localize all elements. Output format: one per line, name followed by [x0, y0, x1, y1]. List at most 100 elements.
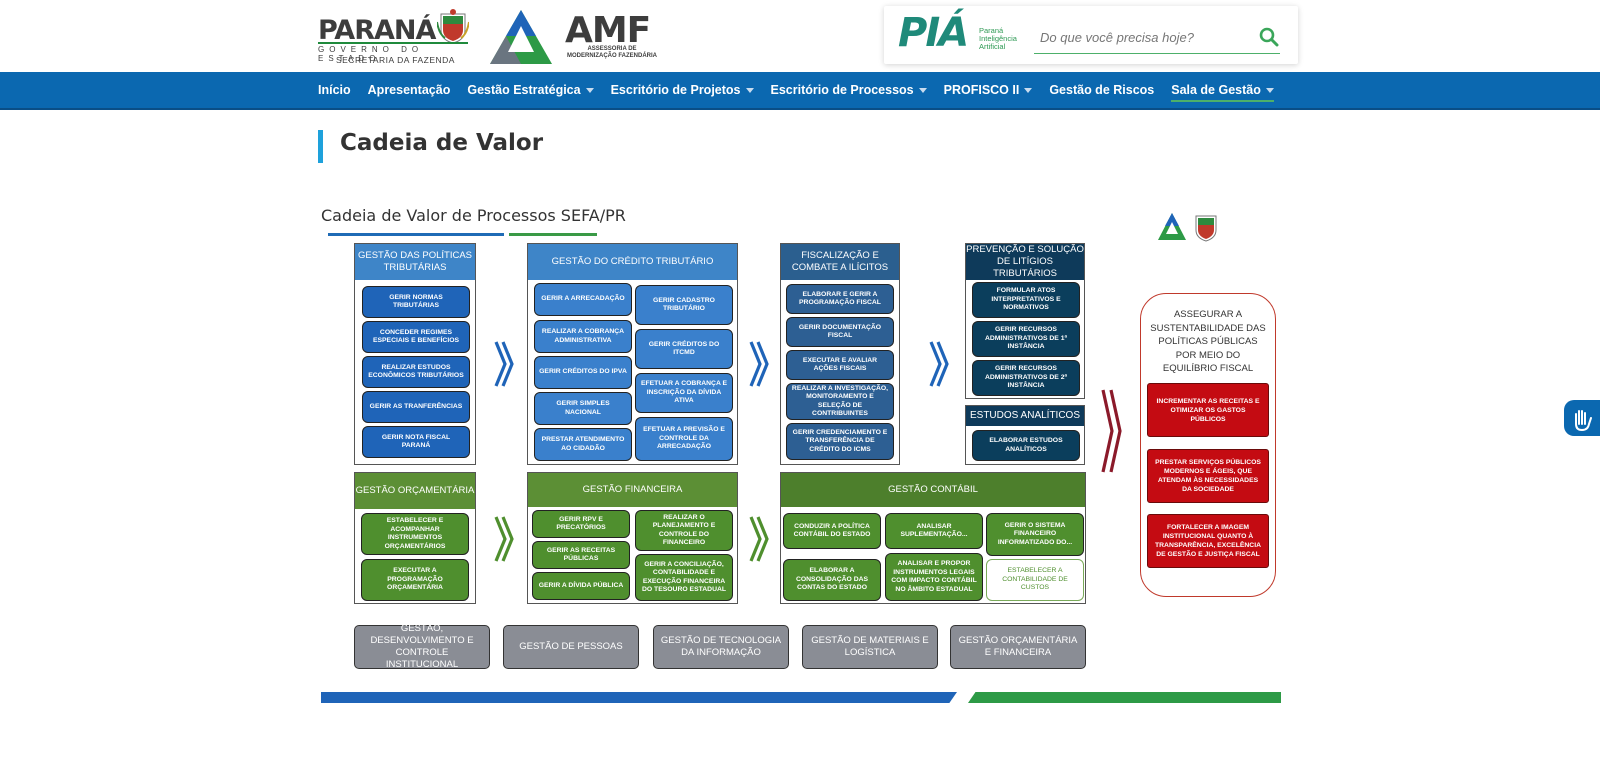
site-header: PARANÁ GOVERNO DO ESTADO SECRETARIA DA F… — [0, 0, 1600, 72]
process-box[interactable]: ESTABELECER A CONTABILIDADE DE CUSTOS — [986, 559, 1084, 601]
nav-item[interactable]: Escritório de Processos — [771, 83, 927, 97]
nav-item-label: Escritório de Processos — [770, 83, 914, 97]
flow-chevron-icon — [749, 341, 769, 387]
pia-logo-sub-2: Inteligência — [979, 34, 1017, 43]
chevron-down-icon — [1024, 87, 1033, 93]
result-box[interactable]: FORTALECER A IMAGEM INSTITUCIONAL QUANTO… — [1147, 514, 1269, 568]
process-box[interactable]: GERIR CREDENCIAMENTO E TRANSFERÊNCIA DE … — [786, 423, 894, 460]
nav-item[interactable]: PROFISCO II — [944, 83, 1033, 97]
process-box[interactable]: ANALISAR SUPLEMENTAÇÃO... — [885, 513, 983, 549]
nav-item[interactable]: Gestão de Riscos — [1049, 83, 1154, 97]
process-box[interactable]: GERIR A ARRECADAÇÃO — [534, 283, 632, 316]
process-box[interactable]: GERIR SIMPLES NACIONAL — [534, 392, 632, 425]
process-box[interactable]: GERIR RECURSOS ADMINISTRATIVOS DE 2ª INS… — [972, 360, 1080, 396]
nav-item-label: Gestão Estratégica — [467, 83, 581, 97]
chevron-down-icon — [918, 87, 927, 93]
process-box[interactable]: EXECUTAR A PROGRAMAÇÃO ORÇAMENTÁRIA — [361, 559, 469, 601]
process-box[interactable]: GERIR A CONCILIAÇÃO, CONTABILIDADE E EXE… — [635, 554, 733, 601]
process-box[interactable]: GERIR CRÉDITOS DO IPVA — [534, 356, 632, 389]
amf-logo[interactable]: AMF ASSESSORIA DE MODERNIZAÇÃO FAZENDÁRI… — [488, 6, 660, 66]
support-process-box[interactable]: GESTÃO ORÇAMENTÁRIA E FINANCEIRA — [950, 625, 1086, 669]
panel-contabil-title: GESTÃO CONTÁBIL — [781, 473, 1085, 507]
panel-financeira-title: GESTÃO FINANCEIRA — [528, 473, 737, 507]
accessibility-button[interactable] — [1564, 400, 1600, 436]
support-process-box[interactable]: GESTÃO DE PESSOAS — [503, 625, 639, 669]
support-process-box[interactable]: GESTÃO DE TECNOLOGIA DA INFORMAÇÃO — [653, 625, 789, 669]
panel-orcamentaria-title: GESTÃO ORÇAMENTÁRIA — [355, 473, 475, 509]
page-title-accent — [318, 130, 323, 163]
support-process-box[interactable]: GESTÃO DE MATERIAIS E LOGÍSTICA — [802, 625, 938, 669]
result-box[interactable]: INCREMENTAR AS RECEITAS E OTIMIZAR OS GA… — [1147, 383, 1269, 437]
process-box[interactable]: GERIR NORMAS TRIBUTÁRIAS — [362, 286, 470, 318]
panel-politicas-tributarias: GESTÃO DAS POLÍTICAS TRIBUTÁRIAS GERIR N… — [354, 243, 476, 465]
process-box[interactable]: EFETUAR A PREVISÃO E CONTROLE DA ARRECAD… — [635, 417, 733, 461]
parana-logo[interactable]: PARANÁ GOVERNO DO ESTADO SECRETARIA DA F… — [310, 6, 470, 66]
process-box[interactable]: ELABORAR E GERIR A PROGRAMAÇÃO FISCAL — [786, 284, 894, 314]
flow-chevron-icon — [749, 516, 769, 562]
search-button[interactable] — [1256, 24, 1282, 50]
panel-gestao-contabil: GESTÃO CONTÁBIL CONDUZIR A POLÍTICA CONT… — [780, 472, 1086, 604]
pia-logo-sub-3: Artificial — [979, 42, 1006, 51]
nav-item[interactable]: Sala de Gestão — [1171, 83, 1274, 102]
nav-item[interactable]: Escritório de Projetos — [611, 83, 754, 97]
process-box[interactable]: GERIR AS RECEITAS PÚBLICAS — [532, 541, 630, 569]
nav-item-label: Escritório de Projetos — [610, 83, 741, 97]
parana-logo-line1: GOVERNO DO ESTADO — [318, 45, 424, 63]
panel-credito-title: GESTÃO DO CRÉDITO TRIBUTÁRIO — [528, 244, 737, 280]
nav-item-label: PROFISCO II — [943, 83, 1020, 97]
footer-bar-green — [968, 692, 1281, 703]
process-box[interactable]: FORMULAR ATOS INTERPRETATIVOS E NORMATIV… — [972, 282, 1080, 318]
parana-logo-name: PARANÁ — [318, 15, 436, 46]
nav-item[interactable]: Gestão Estratégica — [467, 83, 594, 97]
amf-logo-sub: ASSESSORIA DE MODERNIZAÇÃO FAZENDÁRIA — [567, 46, 657, 59]
process-box[interactable]: ELABORAR A CONSOLIDAÇÃO DAS CONTAS DO ES… — [783, 559, 881, 601]
process-box[interactable]: REALIZAR ESTUDOS ECONÔMICOS TRIBUTÁRIOS — [362, 356, 470, 388]
support-process-box[interactable]: GESTÃO, DESENVOLVIMENTO E CONTROLE INSTI… — [354, 623, 490, 670]
panel-fiscalizacao: FISCALIZAÇÃO E COMBATE A ILÍCITOS ELABOR… — [780, 243, 900, 465]
hand-sign-icon — [1575, 410, 1592, 432]
process-box[interactable]: CONDUZIR A POLÍTICA CONTÁBIL DO ESTADO — [783, 513, 881, 549]
nav-items: Início Apresentação Gestão Estratégica Escr… — [318, 72, 1291, 108]
amf-triangle-icon — [490, 10, 552, 64]
process-box[interactable]: GERIR CADASTRO TRIBUTÁRIO — [635, 285, 733, 325]
process-box[interactable]: GERIR O SISTEMA FINANCEIRO INFORMATIZADO… — [986, 513, 1084, 556]
search-input[interactable] — [1034, 22, 1280, 54]
process-box[interactable]: REALIZAR A INVESTIGAÇÃO, MONITORAMENTO E… — [786, 383, 894, 420]
process-box[interactable]: GERIR RECURSOS ADMINISTRATIVOS DE 1ª INS… — [972, 321, 1080, 357]
nav-item[interactable]: Apresentação — [368, 83, 451, 97]
nav-item[interactable]: Início — [318, 83, 351, 97]
pia-logo-name[interactable]: PIÁ — [898, 10, 969, 56]
parana-logo-line2: SECRETARIA DA FAZENDA — [336, 55, 455, 65]
process-box[interactable]: GERIR A DÍVIDA PÚBLICA — [532, 572, 630, 600]
process-box[interactable]: EXECUTAR E AVALIAR AÇÕES FISCAIS — [786, 350, 894, 380]
nav-item-label: Início — [318, 83, 351, 97]
process-box[interactable]: CONCEDER REGIMES ESPECIAIS E BENEFÍCIOS — [362, 321, 470, 353]
result-chevron-icon — [1101, 389, 1122, 473]
result-box[interactable]: PRESTAR SERVIÇOS PÚBLICOS MODERNOS E ÁGE… — [1147, 449, 1269, 503]
parana-logo-bar — [318, 42, 468, 44]
mini-logos-icon — [1158, 213, 1217, 242]
results-title: ASSEGURAR A SUSTENTABILIDADE DAS POLÍTIC… — [1150, 309, 1266, 374]
process-box[interactable]: REALIZAR A COBRANÇA ADMINISTRATIVA — [534, 320, 632, 353]
panel-litigios-title: PREVENÇÃO E SOLUÇÃO DE LITÍGIOS TRIBUTÁR… — [966, 244, 1084, 280]
page-title: Cadeia de Valor — [340, 130, 544, 156]
process-box[interactable]: GERIR DOCUMENTAÇÃO FISCAL — [786, 317, 894, 347]
process-box[interactable]: PRESTAR ATENDIMENTO AO CIDADÃO — [534, 428, 632, 461]
process-box[interactable]: EFETUAR A COBRANÇA E INSCRIÇÃO DA DÍVIDA… — [635, 373, 733, 413]
panel-gestao-orcamentaria: GESTÃO ORÇAMENTÁRIA ESTABELECER E ACOMPA… — [354, 472, 476, 604]
process-box[interactable]: GERIR NOTA FISCAL PARANÁ — [362, 426, 470, 458]
process-box[interactable]: ANALISAR E PROPOR INSTRUMENTOS LEGAIS CO… — [885, 553, 983, 601]
process-box[interactable]: REALIZAR O PLANEJAMENTO E CONTROLE DO FI… — [635, 510, 733, 551]
panel-gestao-financeira: GESTÃO FINANCEIRA GERIR RPV E PRECATÓRIO… — [527, 472, 738, 604]
process-box[interactable]: GERIR RPV E PRECATÓRIOS — [532, 510, 630, 538]
process-box[interactable]: ESTABELECER E ACOMPANHAR INSTRUMENTOS OR… — [361, 513, 469, 555]
flow-chevron-icon — [494, 341, 514, 387]
process-box[interactable]: ELABORAR ESTUDOS ANALÍTICOS — [972, 430, 1080, 461]
pia-logo-sub-1: Paraná — [979, 26, 1004, 35]
panel-credito-tributario: GESTÃO DO CRÉDITO TRIBUTÁRIO GERIR A ARR… — [527, 243, 738, 465]
chevron-down-icon — [1265, 87, 1274, 93]
process-box[interactable]: GERIR AS TRANFERÊNCIAS — [362, 391, 470, 423]
amf-logo-name: AMF — [565, 10, 651, 51]
panel-fiscalizacao-title: FISCALIZAÇÃO E COMBATE A ILÍCITOS — [781, 244, 899, 280]
process-box[interactable]: GERIR CRÉDITOS DO ITCMD — [635, 329, 733, 369]
